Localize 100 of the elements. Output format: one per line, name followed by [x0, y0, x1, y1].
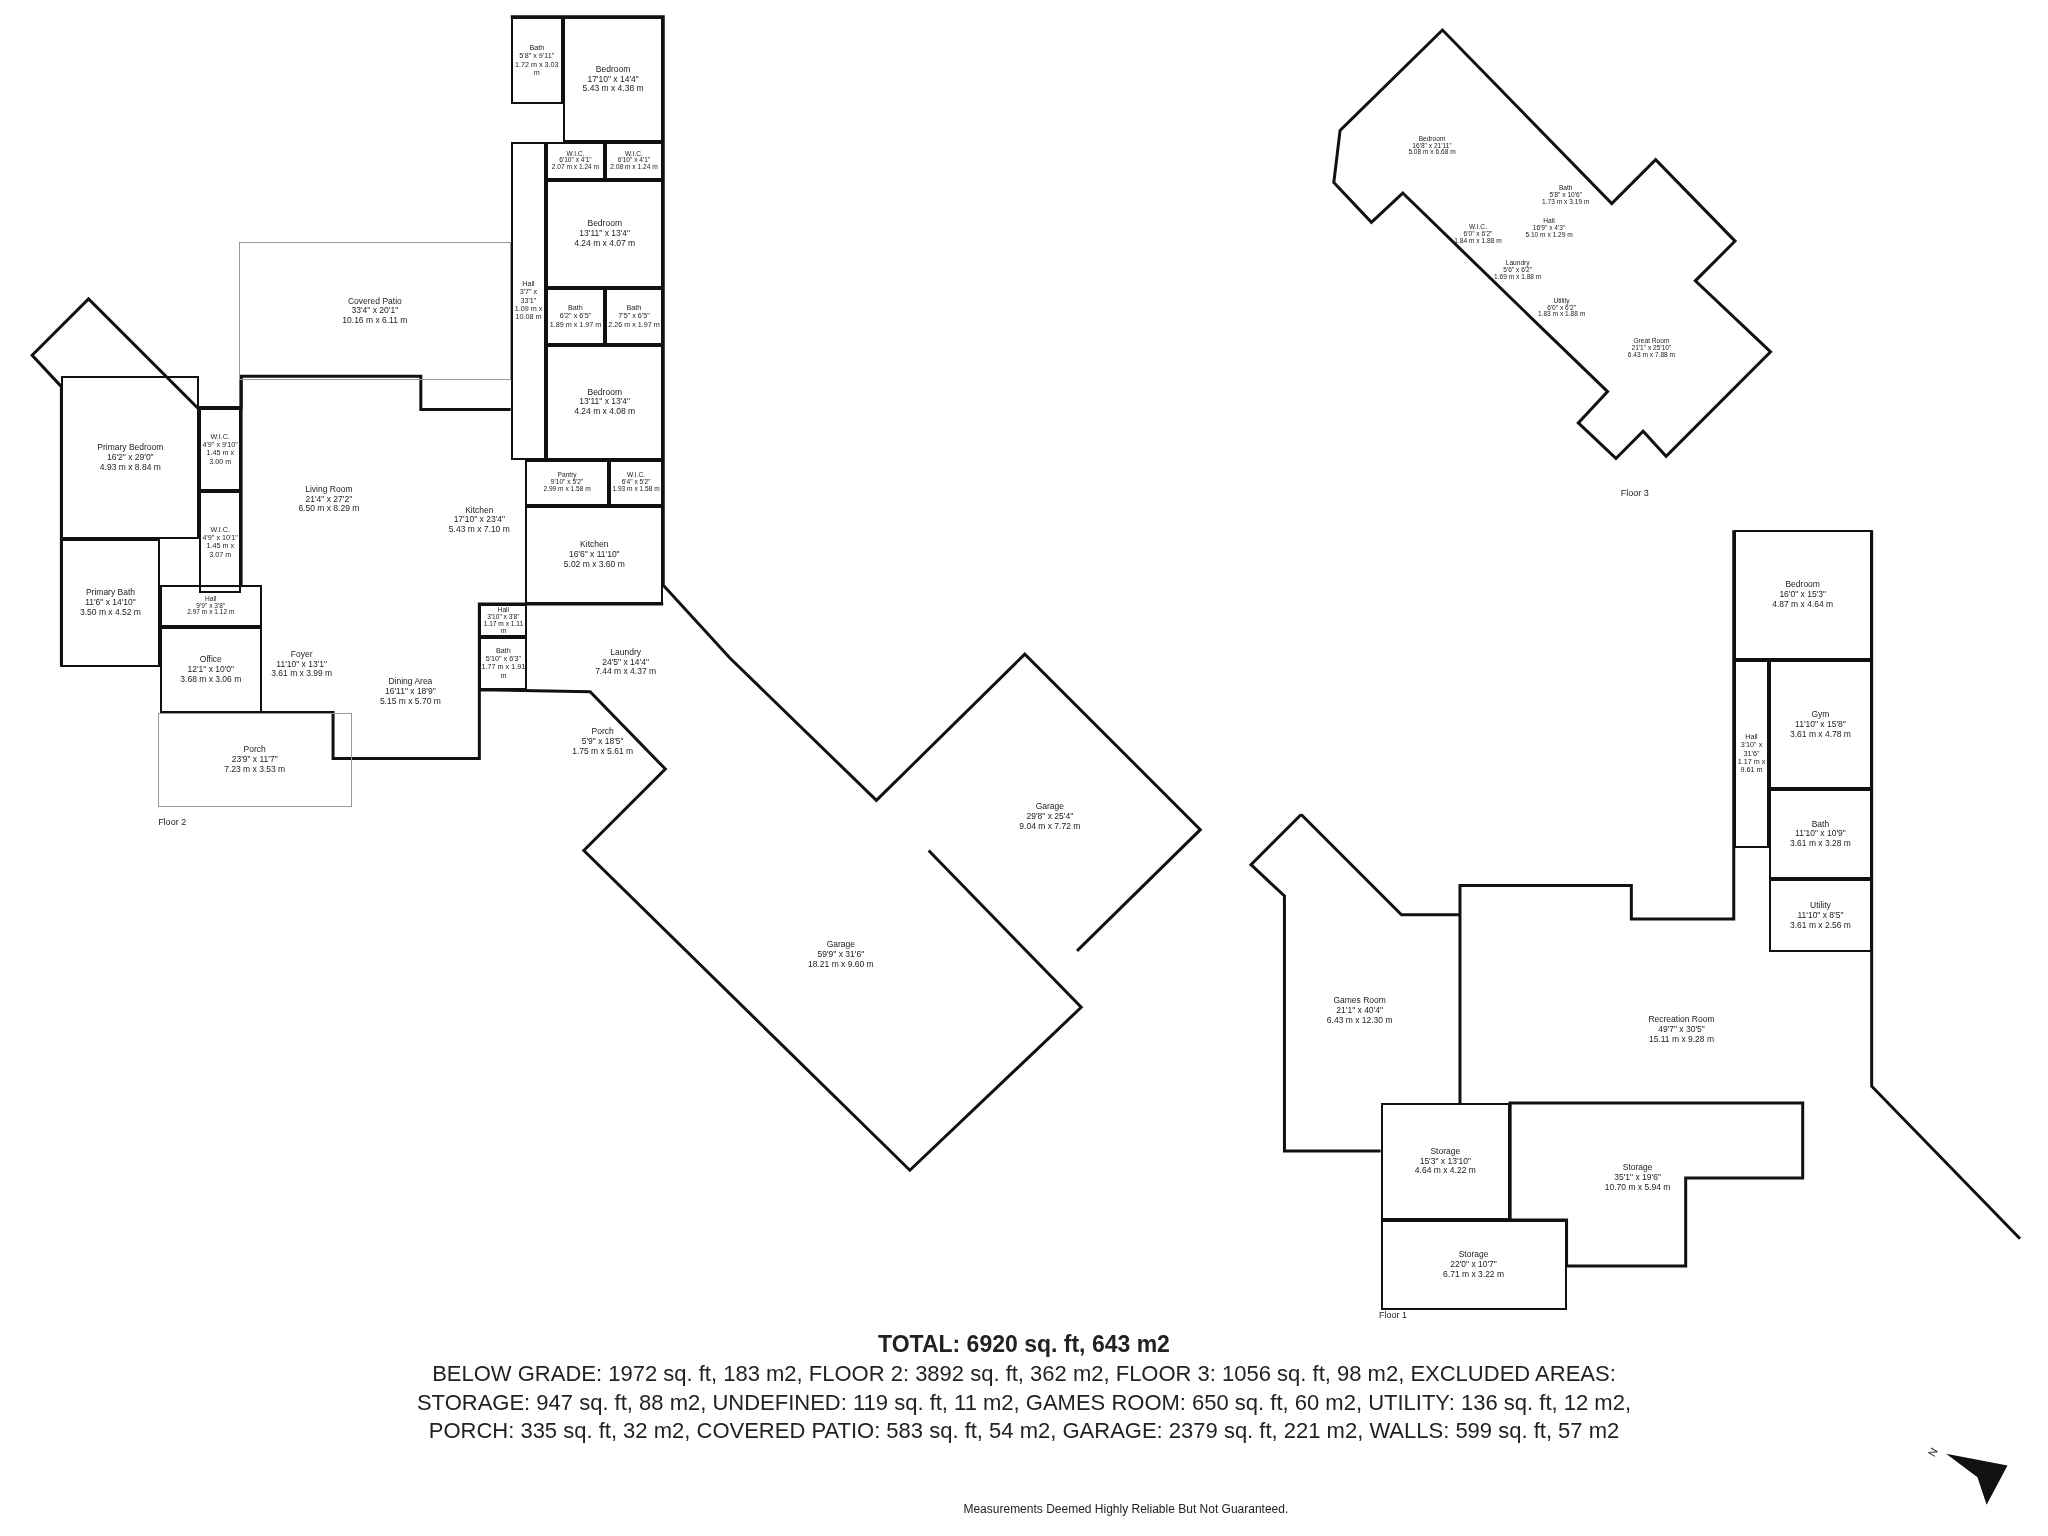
- area-summary-text: BELOW GRADE: 1972 sq. ft, 183 m2, FLOOR 2: 3892 sq. ft, 362 m2, FLOOR 3: 1056 sq. ft, 98 m2, EXCLUDED AREAS: STORAGE: 947 sq. ft, 88 m2, UNDEFINED: 119 sq. ft, 11 m2, GAMES ROOM: 650 sq. ft, 60 m2, UTILITY: 136 sq. ft, 12 m2, PORCH: 335 sq. ft, 32 m2, COVERED PATIO: 583 sq. ft, 54 m2, GARAGE: 2379 sq. ft, 221 m2, WALLS: 599 sq. ft, 57 m2: [415, 1360, 1633, 1446]
- room-dimensions: 3.61 m x 3.28 m: [1790, 839, 1851, 849]
- room-dimensions: 5.43 m x 7.10 m: [448, 525, 510, 535]
- room-dimensions: 3.61 m x 4.78 m: [1790, 729, 1851, 740]
- room-outline: [562, 16, 664, 143]
- room-outline: [510, 142, 547, 460]
- room-dimensions: 10.16 m x 6.11 m: [342, 316, 408, 326]
- room-outline: [546, 288, 605, 345]
- room-outline: [525, 459, 609, 506]
- room-outline: [604, 142, 664, 180]
- room-outline: [1733, 530, 1872, 660]
- room-dimensions: 1.75 m x 5.61 m: [572, 746, 634, 757]
- room-name: Foyer: [290, 649, 313, 660]
- room-dimensions: 6.71 m x 3.22 m: [1443, 1269, 1505, 1280]
- room-dimensions: 35'1" x 19'6": [1614, 1173, 1661, 1183]
- room-dimensions: 4.87 m x 4.64 m: [1772, 599, 1834, 610]
- room-dimensions: 22'0" x 10'7": [1450, 1259, 1497, 1270]
- room-outline: [61, 539, 160, 667]
- room-outline: [479, 637, 528, 690]
- room-dimensions: 6.43 m x 12.30 m: [1326, 1015, 1393, 1026]
- room-dimensions: 33'4" x 20'1": [351, 306, 399, 317]
- room-outline: [1380, 1102, 1511, 1220]
- room-dimensions: 24'5" x 14'4": [602, 657, 649, 668]
- room-name: Bedroom: [587, 219, 622, 230]
- room-outline: [546, 179, 664, 289]
- room-outline: [239, 242, 511, 381]
- room-dimensions: 4.64 m x 4.22 m: [1414, 1166, 1476, 1177]
- room-dimensions: 16'6" x 11'10": [568, 549, 620, 560]
- room-outline: [159, 585, 262, 627]
- room-name: Bedroom: [587, 387, 622, 398]
- room-name: Storage: [1458, 1250, 1489, 1260]
- room-outline: [159, 626, 262, 713]
- room-outline: [1733, 659, 1770, 848]
- room-name: Bedroom: [595, 64, 631, 75]
- room-dimensions: 59'9" x 31'6": [817, 950, 865, 960]
- room-name: Primary Bedroom: [97, 443, 164, 453]
- room-dimensions: 7.44 m x 4.37 m: [595, 667, 657, 678]
- room-dimensions: 4.93 m x 8.84 m: [99, 462, 161, 473]
- room-name: Gym: [1811, 709, 1830, 720]
- floor-label: Floor 3: [1619, 487, 1650, 500]
- room-name: Bath: [1811, 819, 1830, 830]
- room-dimensions: 6.50 m x 8.29 m: [298, 504, 360, 515]
- room-outline: [510, 16, 563, 105]
- room-dimensions: 3.68 m x 3.06 m: [180, 674, 242, 685]
- room-dimensions: 15.11 m x 9.28 m: [1648, 1034, 1714, 1045]
- room-outline: [1380, 1219, 1567, 1310]
- room-name: Bedroom: [1785, 580, 1820, 591]
- room-dimensions: 13'11" x 13'4": [579, 229, 631, 239]
- room-dimensions: 5.43 m x 4.38 m: [582, 84, 644, 95]
- room-dimensions: 11'10" x 15'8": [1795, 719, 1846, 730]
- room-dimensions: 11'6" x 14'10": [85, 598, 136, 608]
- floor-label: Floor 1: [1378, 1309, 1409, 1322]
- room-dimensions: 16'11" x 18'9": [385, 686, 436, 697]
- room-outline: [546, 344, 664, 460]
- room-outline: [1769, 789, 1872, 880]
- room-dimensions: 5.02 m x 3.60 m: [563, 559, 625, 570]
- room-dimensions: 7.23 m x 3.53 m: [224, 764, 286, 775]
- room-name: Living Room: [305, 484, 353, 495]
- room-dimensions: 29'8" x 25'4": [1026, 812, 1074, 822]
- room-name: Covered Patio: [347, 296, 402, 307]
- room-name: Laundry: [610, 647, 641, 658]
- room-dimensions: 5'9" x 18'5": [581, 737, 624, 747]
- room-dimensions: 16'2" x 29'0": [107, 452, 154, 463]
- room-name: Garage: [826, 940, 856, 951]
- room-outline: [1769, 879, 1872, 953]
- room-name: Storage: [1622, 1163, 1653, 1174]
- room-name: Storage: [1430, 1146, 1461, 1157]
- floor-label: Floor 2: [157, 817, 188, 829]
- room-dimensions: 13'11" x 13'4": [579, 397, 631, 408]
- disclaimer-note: Measurements Deemed Highly Reliable But Not Guaranteed.: [962, 1502, 1290, 1518]
- room-dimensions: 12'1" x 10'0": [187, 664, 235, 675]
- room-outline: [157, 712, 352, 807]
- room-dimensions: 9.04 m x 7.72 m: [1019, 822, 1081, 832]
- room-outline: [525, 505, 664, 604]
- room-dimensions: 3.61 m x 3.99 m: [271, 669, 333, 680]
- room-dimensions: 11'10" x 13'1": [276, 659, 328, 670]
- room-outline: [61, 376, 200, 540]
- room-name: Kitchen: [580, 540, 609, 550]
- room-outline: [1769, 659, 1872, 790]
- room-outline: [608, 459, 664, 506]
- room-dimensions: 10.70 m x 5.94 m: [1604, 1183, 1671, 1193]
- room-name: Games Room: [1333, 996, 1386, 1007]
- north-label: N: [1924, 1444, 1942, 1461]
- room-dimensions: 17'10" x 14'4": [587, 74, 639, 85]
- room-dimensions: 21'1" x 40'4": [1336, 1006, 1383, 1016]
- room-dimensions: 18.21 m x 9.60 m: [808, 959, 874, 970]
- room-dimensions: 16'0" x 15'3": [1779, 590, 1826, 600]
- room-dimensions: 21'4" x 27'2": [305, 494, 353, 505]
- room-outline: [546, 142, 605, 180]
- room-dimensions: 49'7" x 30'5": [1658, 1024, 1705, 1035]
- room-dimensions: 15'3" x 13'10": [1419, 1156, 1471, 1167]
- room-name: Primary Bath: [85, 588, 136, 598]
- room-dimensions: 5.15 m x 5.70 m: [379, 696, 441, 707]
- room-name: Office: [199, 655, 222, 665]
- room-dimensions: 3.61 m x 2.56 m: [1790, 920, 1851, 931]
- total-area-heading: TOTAL: 6920 sq. ft, 643 m2: [877, 1330, 1171, 1360]
- room-dimensions: 3.50 m x 4.52 m: [80, 607, 141, 618]
- room-dimensions: 17'10" x 23'4": [453, 515, 505, 526]
- room-name: Porch: [591, 727, 614, 737]
- room-dimensions: 4.24 m x 4.07 m: [574, 238, 636, 249]
